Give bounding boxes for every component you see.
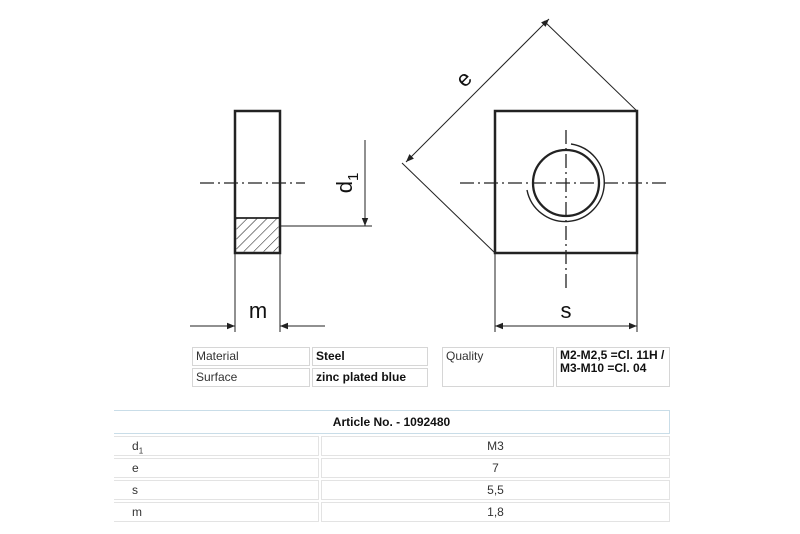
side-view-section-hatch (236, 218, 279, 252)
properties-table: Material Steel Quality M2-M2,5 =Cl. 11H … (190, 345, 672, 389)
table-row: s 5,5 (114, 480, 670, 500)
material-value: Steel (312, 347, 428, 366)
front-view: e s (401, 18, 668, 332)
e-dimension-line (405, 18, 550, 163)
value-e: 7 (321, 458, 670, 478)
table-row: e 7 (114, 458, 670, 478)
e-label: e (451, 66, 477, 92)
m-label: m (249, 298, 267, 323)
material-label: Material (192, 347, 310, 366)
properties-row-surface: Surface zinc plated blue (192, 368, 670, 387)
surface-value: zinc plated blue (312, 368, 428, 387)
value-d1: M3 (321, 436, 670, 456)
s-label: s (561, 298, 572, 323)
side-view-body (233, 109, 282, 255)
side-view: d1 m (190, 109, 372, 332)
technical-drawing: d1 m e s (190, 18, 668, 332)
quality-value: M2-M2,5 =Cl. 11H / M3-M10 =Cl. 04 (556, 347, 670, 387)
article-title: Article No. - 1092480 (114, 410, 670, 434)
article-table: Article No. - 1092480 d1 M3 e 7 s 5,5 m … (114, 410, 670, 522)
value-s: 5,5 (321, 480, 670, 500)
param-m: m (114, 502, 319, 522)
table-row: d1 M3 (114, 436, 670, 456)
svg-text:d1: d1 (332, 173, 362, 194)
param-d1: d1 (114, 436, 319, 456)
param-e: e (114, 458, 319, 478)
surface-label: Surface (192, 368, 310, 387)
table-row: m 1,8 (114, 502, 670, 522)
value-m: 1,8 (321, 502, 670, 522)
front-view-thread-arc (526, 143, 605, 223)
param-s: s (114, 480, 319, 500)
d1-label: d1 (332, 173, 362, 194)
quality-label: Quality (442, 347, 554, 387)
properties-row-material: Material Steel Quality M2-M2,5 =Cl. 11H … (192, 347, 670, 387)
